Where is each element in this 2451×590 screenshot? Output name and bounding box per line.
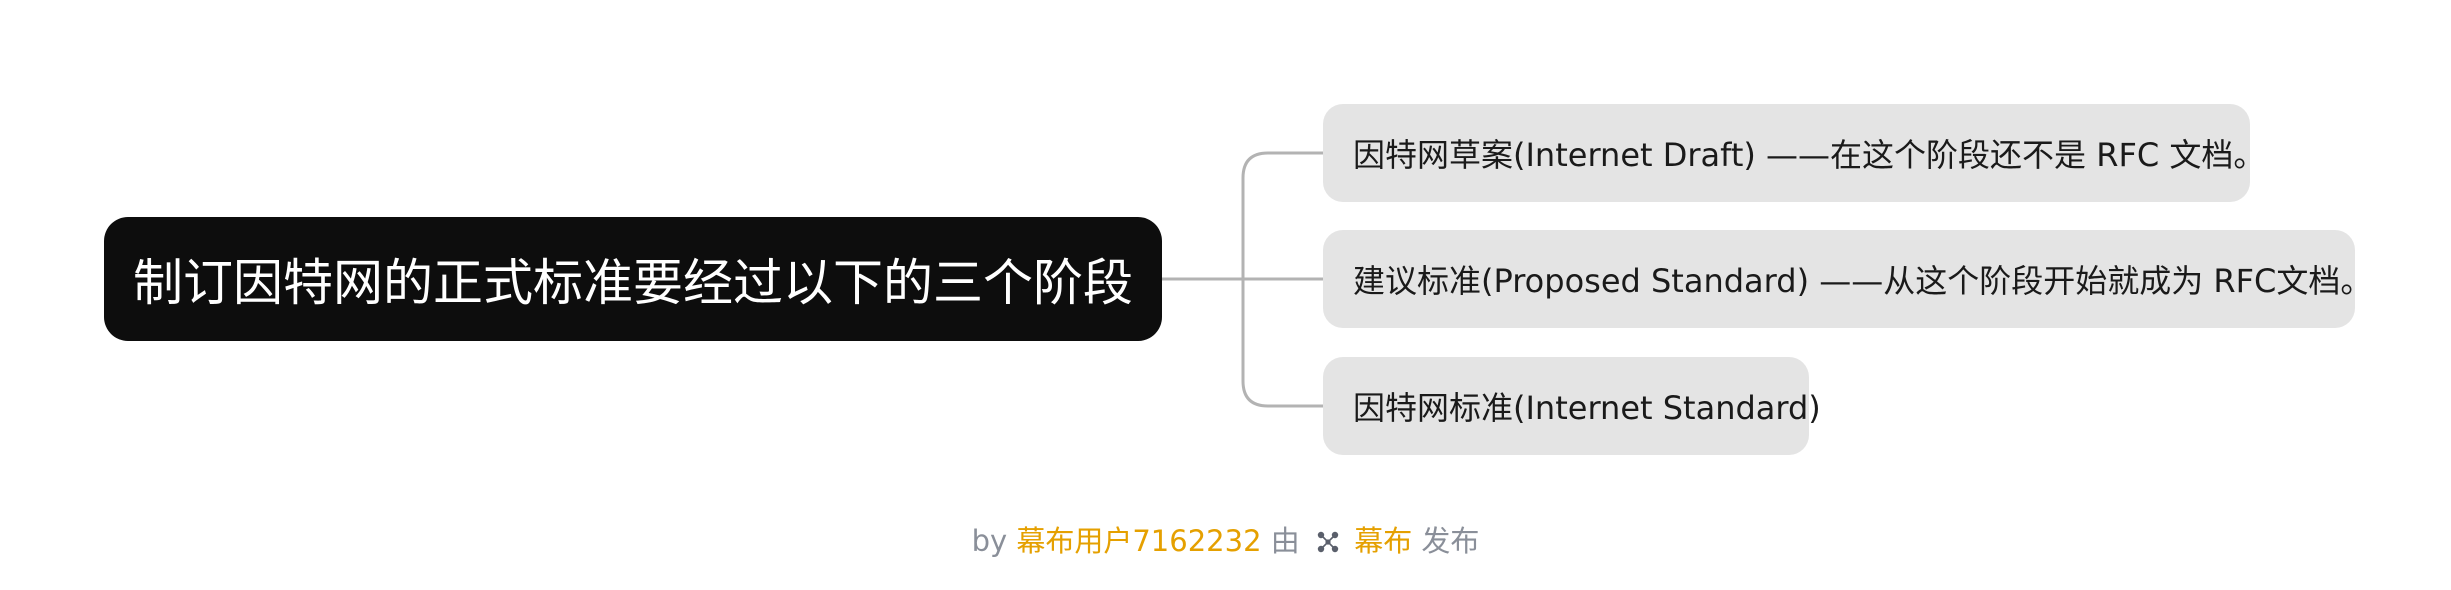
subtopic-label: 因特网标准(Internet Standard) [1353,389,1821,427]
subtopic-internet-standard[interactable]: 因特网标准(Internet Standard) [1323,357,1821,455]
subtopic-internet-draft[interactable]: 因特网草案(Internet Draft) ——在这个阶段还不是 RFC 文档。 [1323,104,2265,202]
connector-branch-3 [1241,279,1323,408]
footer-by: by [971,524,1008,558]
footer-via: 由 [1270,524,1300,558]
footer-user-link[interactable]: 幕布用户7162232 [1016,524,1262,558]
footer-attribution: by 幕布用户7162232 由 幕布 发布 [0,518,2451,562]
mubu-logo-icon [1315,528,1341,562]
subtopic-proposed-standard[interactable]: 建议标准(Proposed Standard) ——从这个阶段开始就成为 RFC… [1323,230,2372,328]
footer-brand-link[interactable]: 幕布 [1354,524,1413,558]
root-topic-label: 制订因特网的正式标准要经过以下的三个阶段 [133,254,1133,312]
subtopic-label: 因特网草案(Internet Draft) ——在这个阶段还不是 RFC 文档。 [1353,136,2266,174]
root-topic[interactable]: 制订因特网的正式标准要经过以下的三个阶段 [104,217,1162,341]
footer-publish: 发布 [1421,524,1480,558]
subtopic-label: 建议标准(Proposed Standard) ——从这个阶段开始就成为 RFC… [1353,262,2373,300]
connector-branch-1 [1241,151,1323,279]
